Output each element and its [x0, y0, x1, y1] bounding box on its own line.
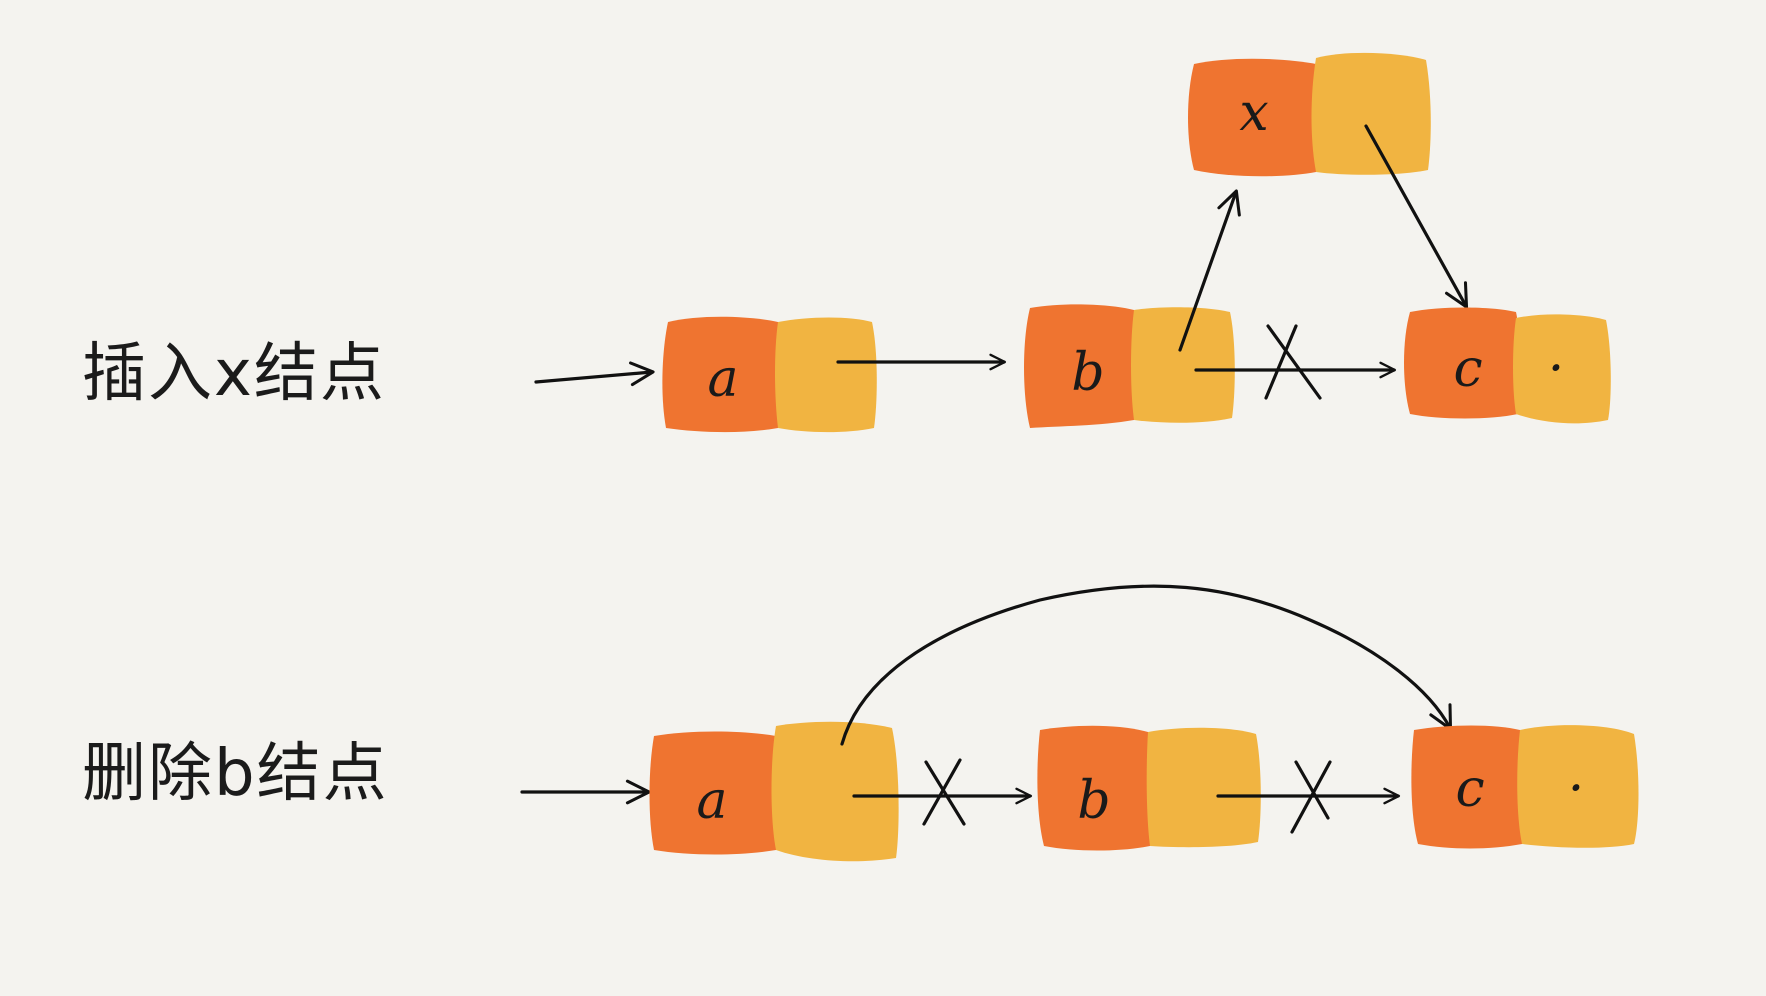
node-b-delete: b	[1037, 725, 1261, 851]
cross-mark-delete-2	[1290, 760, 1332, 834]
node-c-null-dot: ·	[1548, 339, 1565, 399]
cross-mark	[1264, 324, 1322, 400]
node-x: x	[1188, 52, 1431, 177]
node-a-delete-next-cell	[771, 721, 899, 862]
delete-caption: 删除b结点	[82, 737, 389, 811]
node-a-label: a	[707, 349, 738, 409]
insert-section: a b x c ·	[534, 52, 1611, 433]
node-c-delete: c ·	[1411, 725, 1639, 849]
node-x-data-cell	[1188, 58, 1320, 177]
node-b-delete-label: b	[1077, 771, 1110, 831]
node-a: a	[662, 316, 877, 433]
node-c: c ·	[1404, 307, 1611, 424]
arrow-b-to-x	[1178, 189, 1241, 352]
node-b-delete-data-cell	[1037, 725, 1153, 851]
node-a-delete: a	[649, 721, 899, 862]
node-b-data-cell	[1024, 304, 1139, 428]
node-a-delete-label: a	[696, 771, 727, 831]
node-b-next-cell	[1131, 307, 1235, 423]
node-x-label: x	[1239, 83, 1268, 143]
bypass-arrow-a-to-c	[840, 584, 1453, 746]
node-x-next-cell	[1311, 52, 1431, 175]
head-pointer-arrow	[534, 361, 655, 387]
node-c-delete-next-cell	[1517, 725, 1639, 848]
cross-mark-delete-1	[922, 758, 966, 826]
node-c-data-cell	[1404, 307, 1521, 419]
insert-caption: 插入x结点	[82, 337, 386, 411]
node-c-delete-label: c	[1455, 759, 1484, 819]
node-c-label: c	[1453, 339, 1482, 399]
node-b-label: b	[1071, 343, 1104, 403]
delete-section: a b c ·	[520, 584, 1639, 862]
node-a-data-cell	[662, 316, 783, 433]
node-b: b	[1024, 304, 1235, 428]
node-c-delete-null-dot: ·	[1568, 759, 1585, 819]
node-a-next-cell	[775, 317, 877, 433]
arrow-x-to-c	[1364, 124, 1469, 309]
node-c-delete-data-cell	[1411, 725, 1525, 849]
node-b-delete-next-cell	[1146, 727, 1261, 848]
node-c-next-cell	[1513, 314, 1611, 424]
node-a-delete-data-cell	[649, 731, 779, 855]
